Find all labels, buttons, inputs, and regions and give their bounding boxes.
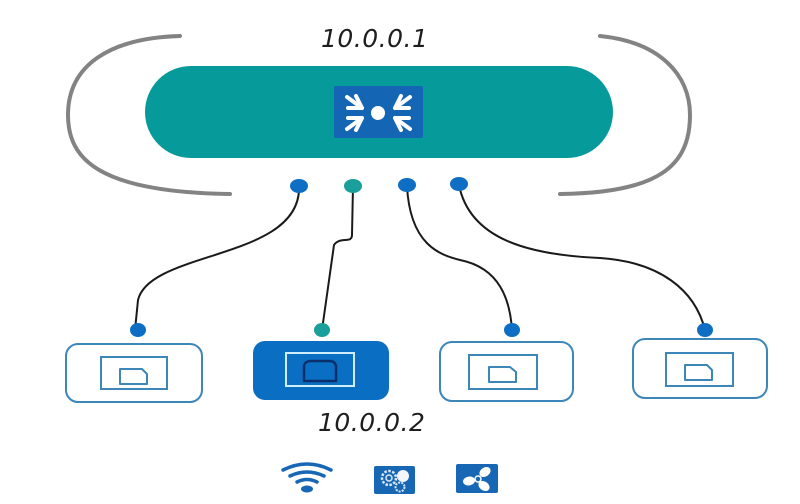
device-2-selected[interactable]	[253, 341, 389, 400]
device-3-port[interactable]	[504, 323, 520, 337]
device-1[interactable]	[65, 343, 203, 403]
router-bracket-right	[558, 34, 693, 196]
device-4-port[interactable]	[697, 323, 713, 337]
device-4[interactable]	[632, 338, 768, 399]
device-2-port[interactable]	[314, 323, 330, 337]
wire-port-1-to-device-1	[134, 185, 301, 331]
wire-port-3-to-device-3	[406, 185, 513, 331]
router-port-1[interactable]	[290, 179, 308, 193]
gears-icon[interactable]	[374, 466, 415, 494]
router-icon[interactable]	[334, 86, 423, 138]
router-bracket-left	[65, 34, 232, 196]
router-center-dot	[371, 106, 385, 120]
router-port-4[interactable]	[450, 177, 468, 191]
port-socket-icon	[119, 368, 148, 385]
port-socket-icon	[684, 364, 713, 381]
router-arrows-converge-icon	[345, 94, 412, 132]
port-socket-icon	[302, 359, 338, 383]
fan-icon[interactable]	[456, 464, 498, 493]
router-ip-label: 10.0.0.1	[321, 24, 429, 53]
device-ip-label: 10.0.0.2	[318, 408, 426, 437]
wire-port-4-to-device-4	[458, 184, 706, 331]
router-port-2[interactable]	[344, 179, 362, 193]
router-port-3[interactable]	[398, 178, 416, 192]
device-3[interactable]	[439, 341, 574, 402]
wifi-icon[interactable]	[281, 462, 333, 493]
device-1-port[interactable]	[130, 323, 146, 337]
wire-port-2-to-device-2	[321, 185, 354, 331]
port-socket-icon	[488, 366, 517, 383]
